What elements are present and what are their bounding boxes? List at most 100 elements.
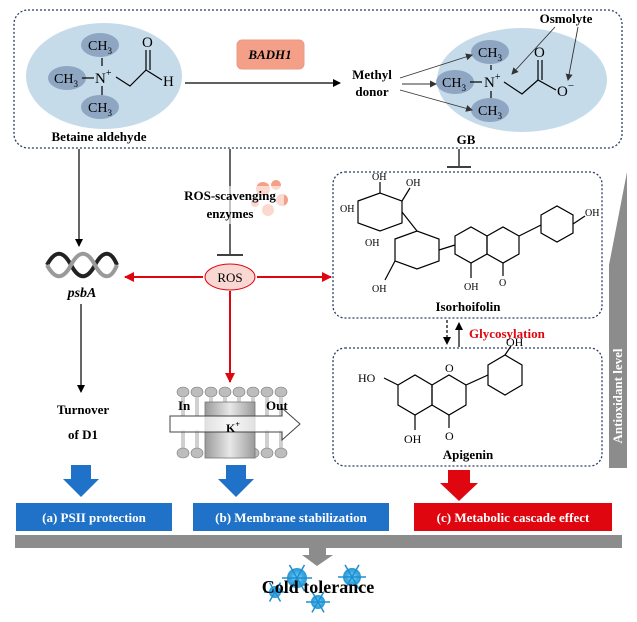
oh-label: OH — [340, 204, 354, 215]
methyl-bubble — [48, 66, 86, 90]
ring-o-label: O — [445, 429, 454, 443]
converging-arrowhead — [302, 555, 333, 566]
lipid-tail — [265, 430, 269, 449]
ros-label: ROS — [217, 270, 242, 285]
effect-a-label: (a) PSII protection — [42, 510, 147, 525]
ho-label: HO — [358, 371, 376, 385]
oh-label: OH — [464, 282, 478, 293]
top-reaction-box — [13, 9, 623, 149]
methyl-bubble — [471, 98, 509, 122]
betaine-aldehyde-label: Betaine aldehyde — [52, 129, 147, 144]
lipid-head — [274, 447, 288, 459]
psba-label: psbA — [67, 286, 97, 301]
methyl-bubble — [471, 40, 509, 64]
oh-label: OH — [365, 238, 379, 249]
lipid-tail — [195, 397, 199, 416]
ros-enzymes-label: ROS-scavenging — [184, 188, 276, 203]
snowflake-icon — [282, 564, 312, 592]
snowflake-spoke — [311, 591, 319, 603]
lipid-head — [176, 386, 190, 398]
cold-tolerance-label: Cold tolerance — [262, 577, 374, 597]
snowflake-spoke — [351, 564, 360, 578]
snowflake-spoke — [268, 582, 276, 593]
lipid-head — [260, 447, 274, 459]
effect-a-box — [16, 503, 172, 531]
ros-enzymes-label: enzymes — [207, 206, 254, 221]
aldehyde-h: H — [163, 74, 174, 90]
methyl-donor-label: donor — [355, 84, 388, 99]
methyl-donor-label: Methyl — [352, 67, 392, 82]
methyl-pointer — [399, 53, 473, 79]
isorhoifolin-label: Isorhoifolin — [435, 299, 501, 314]
oh-label: OH — [372, 284, 386, 295]
effect-b-label: (b) Membrane stabilization — [215, 510, 367, 525]
lipid-head — [190, 386, 204, 398]
ch3-label: CH3 — [478, 104, 502, 121]
antioxidant-level-wedge — [609, 172, 627, 468]
snowflake-spoke — [317, 601, 325, 613]
effect-c-label: (c) Metabolic cascade effect — [437, 510, 590, 525]
snowflake-spoke — [317, 591, 325, 603]
gb-label: GB — [457, 132, 476, 147]
membrane-illustration — [169, 386, 301, 459]
snowflake-spoke — [288, 577, 298, 592]
snowflake-spoke — [344, 576, 353, 590]
lipid-tail — [279, 397, 283, 416]
oh-label: OH — [404, 432, 422, 446]
k-plus-label: K+ — [226, 420, 240, 435]
membrane-out-label: Out — [266, 398, 288, 413]
lipid-head — [190, 447, 204, 459]
ch3-label: CH3 — [88, 101, 112, 118]
metabolic-down-arrow — [440, 470, 478, 501]
snowflake-spoke — [268, 591, 276, 602]
oh-label: OH — [372, 172, 386, 183]
oh-label: OH — [506, 335, 524, 349]
ch3-label: CH3 — [478, 46, 502, 63]
carboxyl-o: O — [534, 45, 545, 61]
snowflake-spoke — [274, 582, 282, 593]
badh1-enzyme-box — [236, 39, 305, 70]
snowflake-icon — [264, 582, 286, 602]
psii-down-arrow — [63, 465, 99, 497]
lipid-head — [246, 386, 260, 398]
membrane-down-arrow — [218, 465, 254, 497]
snowflake-spoke — [296, 564, 306, 579]
glycosylation-label: Glycosylation — [469, 326, 546, 341]
aldehyde-o: O — [142, 35, 153, 51]
effect-b-box — [193, 503, 389, 531]
osmolyte-pointer — [511, 26, 556, 75]
ring-o-label: O — [445, 361, 454, 375]
snowflake-spoke — [344, 564, 353, 578]
lipid-tail — [279, 430, 283, 449]
n-plus-label: N+ — [95, 68, 112, 87]
methyl-bubble — [436, 70, 474, 94]
snowflake-spoke — [274, 591, 282, 602]
osmolyte-pointer — [565, 26, 579, 81]
snowflake-spoke — [351, 576, 360, 590]
snowflake-spoke — [288, 564, 298, 579]
apigenin-structure — [383, 345, 523, 430]
snowflake-spoke — [311, 601, 319, 613]
lipid-head — [260, 386, 274, 398]
snowflake-icon — [306, 591, 330, 613]
methyl-bubble — [81, 95, 119, 119]
ch3-label: CH3 — [442, 76, 466, 93]
methyl-pointer — [399, 89, 473, 112]
dna-helix-icon — [45, 251, 119, 279]
ring-o-label: O — [499, 278, 506, 289]
snowflake-spoke — [296, 577, 306, 592]
isorhoifolin-structure — [357, 182, 586, 281]
lipid-head — [176, 447, 190, 459]
methyl-bubble — [81, 33, 119, 57]
lipid-tail — [195, 430, 199, 449]
ros-enzymes-label-bg — [180, 186, 284, 224]
antioxidant-level-label: Antioxidant level — [610, 348, 625, 443]
lipid-head — [218, 386, 232, 398]
apigenin-label: Apigenin — [443, 447, 494, 462]
carboxyl-o-minus: O− — [557, 80, 574, 100]
converging-stem — [309, 548, 326, 556]
membrane-in-label: In — [178, 398, 191, 413]
k-flow-arrow — [169, 406, 301, 442]
n-plus-label: N+ — [484, 72, 501, 91]
